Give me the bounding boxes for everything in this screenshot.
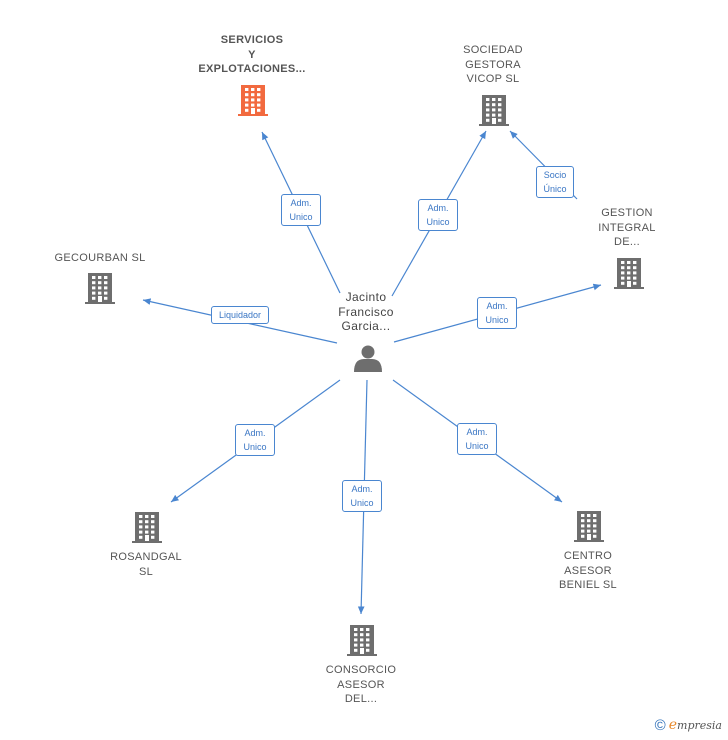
relation-label-rosandgal[interactable]: Adm. Unico <box>235 424 275 456</box>
company-name-line: ROSANDGAL <box>110 551 182 563</box>
relation-label-line: Adm. <box>244 428 266 438</box>
relation-label-line: Único <box>543 184 567 194</box>
relation-label-line: Unico <box>243 442 267 452</box>
relation-label-line: Adm. <box>351 484 373 494</box>
copyright-icon: © <box>654 717 666 734</box>
company-name-line: EXPLOTACIONES... <box>198 63 306 75</box>
company-name-consorcio[interactable]: CONSORCIO ASESOR DEL... <box>316 663 406 707</box>
relation-label-line: Adm. <box>290 198 312 208</box>
building-icon-consorcio[interactable] <box>347 625 377 656</box>
relation-label-servicios[interactable]: Adm. Unico <box>281 194 321 226</box>
relation-label-line: Unico <box>350 498 374 508</box>
brand-name: mpresia <box>677 719 722 732</box>
company-name-servicios[interactable]: SERVICIOS Y EXPLOTACIONES... <box>182 33 322 77</box>
building-icon-rosandgal[interactable] <box>132 512 162 543</box>
company-name-line: CONSORCIO <box>325 664 397 676</box>
building-icon-gestion[interactable] <box>614 258 644 289</box>
company-name-line: ASESOR <box>337 678 385 691</box>
person-name-line: Francisco <box>338 304 394 319</box>
company-name-line: INTEGRAL <box>598 221 656 234</box>
company-name-line: SERVICIOS <box>220 34 284 46</box>
company-name-line: GESTION <box>601 207 653 219</box>
relation-label-line: Liquidador <box>218 310 262 320</box>
person-icon[interactable] <box>354 345 382 373</box>
relation-label-consorcio[interactable]: Adm. Unico <box>342 480 382 512</box>
relation-label-sociedad[interactable]: Adm. Unico <box>418 199 458 231</box>
company-name-line: SOCIEDAD <box>463 44 523 56</box>
company-name-line: GESTORA <box>465 58 521 71</box>
company-name-line: BENIEL SL <box>559 579 617 591</box>
building-icon-sociedad[interactable] <box>479 95 509 126</box>
relation-label-line: Unico <box>465 441 489 451</box>
company-name-gecourban[interactable]: GECOURBAN SL <box>40 251 160 266</box>
relation-label-line: Adm. <box>486 301 508 311</box>
relation-label-gestion[interactable]: Adm. Unico <box>477 297 517 329</box>
relation-label-line: Adm. <box>466 427 488 437</box>
company-name-centro[interactable]: CENTRO ASESOR BENIEL SL <box>543 549 633 593</box>
company-name-line: DEL... <box>344 693 378 705</box>
company-name-gestion[interactable]: GESTION INTEGRAL DE... <box>592 206 662 250</box>
brand-initial: e <box>668 717 678 733</box>
company-name-rosandgal[interactable]: ROSANDGAL SL <box>101 550 191 579</box>
relation-label-line: Unico <box>485 315 509 325</box>
company-name-line: Y <box>248 48 256 61</box>
building-icon-centro[interactable] <box>574 511 604 542</box>
person-name-line: Garcia... <box>341 319 391 333</box>
relation-label-line: Socio <box>543 170 567 180</box>
company-name-line: ASESOR <box>564 564 612 577</box>
building-icon-servicios[interactable] <box>238 85 268 116</box>
company-name-line: VICOP SL <box>466 73 520 85</box>
company-name-sociedad[interactable]: SOCIEDAD GESTORA VICOP SL <box>443 43 543 87</box>
building-icon-gecourban[interactable] <box>85 273 115 304</box>
relation-label-centro[interactable]: Adm. Unico <box>457 423 497 455</box>
relation-label-line: Adm. <box>427 203 449 213</box>
relation-label-line: Unico <box>426 217 450 227</box>
company-name-line: SL <box>138 565 154 578</box>
relation-label-line: Unico <box>289 212 313 222</box>
company-name-line: DE... <box>614 236 640 248</box>
company-name-line: CENTRO <box>563 550 613 562</box>
relation-label-gecourban[interactable]: Liquidador <box>211 306 269 324</box>
person-name-line: Jacinto <box>345 290 387 304</box>
company-name-line: GECOURBAN SL <box>54 252 146 264</box>
empresia-brand[interactable]: © empresia <box>655 717 722 734</box>
